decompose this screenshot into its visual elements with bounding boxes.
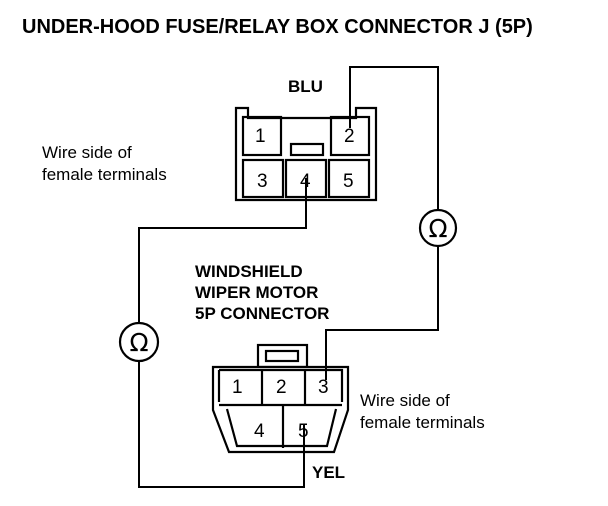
right-test-lead bbox=[349, 66, 439, 210]
motor-pin-1: 1 bbox=[232, 377, 243, 398]
motor-caption-line1: Wire side of bbox=[360, 391, 450, 410]
motor-wire-color: YEL bbox=[312, 463, 345, 482]
motor-name-line3: 5P CONNECTOR bbox=[195, 304, 329, 323]
diagram-title: UNDER-HOOD FUSE/RELAY BOX CONNECTOR J (5… bbox=[22, 16, 533, 38]
left-test-lead-lower bbox=[138, 361, 305, 488]
left-ohmmeter: Ω bbox=[118, 321, 160, 363]
motor-pin-4: 4 bbox=[254, 421, 265, 442]
motor-name-line2: WIPER MOTOR bbox=[195, 283, 318, 302]
relay-pin-cell-3 bbox=[241, 158, 285, 199]
relay-caption-line1: Wire side of bbox=[42, 143, 132, 162]
relay-pin-5: 5 bbox=[343, 171, 354, 192]
left-ohm-icon: Ω bbox=[129, 328, 148, 357]
relay-wire-color: BLU bbox=[288, 77, 323, 96]
test-leads bbox=[138, 66, 439, 488]
relay-connector bbox=[234, 106, 378, 202]
motor-caption-line2: female terminals bbox=[360, 413, 485, 432]
motor-name-line1: WINDSHIELD bbox=[195, 262, 303, 281]
relay-pin-2: 2 bbox=[344, 126, 355, 147]
right-test-lead-lower bbox=[325, 246, 439, 380]
left-meter-circle bbox=[118, 321, 160, 363]
motor-connector-outline bbox=[211, 365, 350, 454]
motor-connector-latch bbox=[264, 349, 300, 363]
motor-inner-bottom bbox=[225, 408, 338, 448]
relay-caption-line2: female terminals bbox=[42, 165, 167, 184]
relay-pin-1: 1 bbox=[255, 126, 266, 147]
relay-pin-cell-5 bbox=[327, 158, 371, 199]
left-test-lead bbox=[138, 178, 307, 323]
motor-pin-3: 3 bbox=[318, 377, 329, 398]
relay-pin-3: 3 bbox=[257, 171, 268, 192]
motor-inner-frame bbox=[217, 368, 344, 402]
motor-connector bbox=[211, 343, 350, 454]
relay-pin-cell-1 bbox=[241, 115, 283, 157]
relay-connector-latch bbox=[289, 142, 325, 157]
motor-pin-2: 2 bbox=[276, 377, 287, 398]
right-meter-circle bbox=[418, 208, 458, 248]
right-ohmmeter: Ω bbox=[418, 208, 458, 248]
right-ohm-icon: Ω bbox=[428, 214, 447, 243]
